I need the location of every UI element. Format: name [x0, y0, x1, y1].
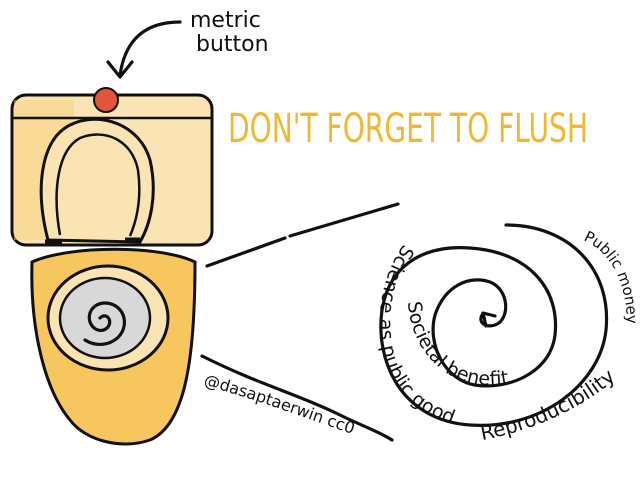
- credit: @dasaptaerwin cc0: [202, 371, 357, 438]
- metric-button-label-line2: button: [196, 32, 269, 57]
- flush-button[interactable]: [93, 87, 119, 113]
- label-societal-benefit: Societal benefit: [403, 300, 510, 390]
- spiral-arrow-icon: [481, 311, 497, 328]
- divider-line-upper: [205, 202, 400, 268]
- title: DON'T FORGET TO FLUSH: [228, 106, 588, 152]
- arrow-icon: [106, 20, 182, 79]
- swirl-icon: [83, 301, 126, 346]
- label-public-money: Public money: [581, 227, 640, 324]
- toilet-illustration: [10, 87, 214, 446]
- divider-line-lower: [200, 354, 394, 442]
- metric-button-label: metric: [190, 8, 261, 33]
- spiral: [379, 223, 609, 427]
